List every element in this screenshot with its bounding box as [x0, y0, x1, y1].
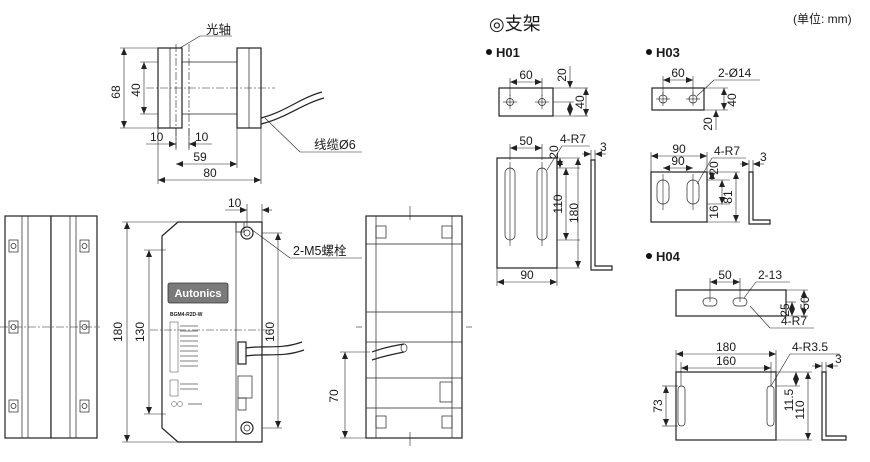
h03-side-profile [748, 171, 771, 225]
controller-body [161, 221, 263, 443]
h04-top-plate [675, 289, 787, 317]
dim-h04-3: 3 [835, 352, 842, 366]
dim-h04-160: 160 [716, 354, 736, 368]
front-view: Autonics BGM4-R2D-W [111, 196, 362, 443]
unit-note: (单位: mm) [793, 11, 852, 26]
dim-h01-180: 180 [567, 203, 581, 223]
dim-h03-2d14: 2-Ø14 [718, 66, 752, 80]
dim-h04-115: 11.5 [782, 388, 796, 411]
bracket-h03-label: H03 [656, 45, 680, 60]
autonics-logo: Autonics [174, 288, 221, 300]
dim-front-10a: 10 [150, 130, 164, 144]
dim-front-80: 80 [203, 166, 217, 180]
bolt-label: 2-M5螺栓 [293, 243, 347, 258]
back-plate [365, 215, 463, 439]
dim-h03-20: 20 [701, 117, 715, 131]
dim-h03-20b: 20 [707, 161, 721, 175]
h03-main-plate [650, 171, 708, 223]
dim-back-70: 70 [327, 389, 341, 403]
dim-h04-213: 2-13 [758, 268, 782, 282]
side-view [0, 215, 100, 439]
bracket-h03: H03 60 2-Ø14 40 20 90 90 4- [646, 45, 771, 225]
bracket-h04: H04 50 2-13 25 50 4-R7 180 160 [646, 249, 847, 441]
dim-h04-73: 73 [651, 399, 665, 413]
dim-h04-25: 25 [778, 303, 792, 317]
cable-gland [237, 341, 247, 365]
status-rows [169, 321, 202, 407]
back-view: 70 [327, 206, 472, 446]
dim-h01-3: 3 [600, 140, 607, 154]
section-title: ◎支架 [489, 14, 541, 34]
dim-h04-4r35: 4-R3.5 [792, 340, 828, 354]
cable-line [260, 91, 323, 119]
model-label: BGM4-R2D-W [170, 312, 203, 318]
dim-h03-90b: 90 [671, 154, 685, 168]
dim-front-10b: 10 [195, 130, 209, 144]
dim-h03-3: 3 [760, 150, 767, 164]
dim-h01-40: 40 [573, 95, 587, 109]
dim-h01-20b: 20 [547, 145, 561, 159]
dim-h04-110: 110 [793, 400, 807, 419]
dim-h04-180: 180 [716, 340, 736, 354]
dim-h04-4r7: 4-R7 [781, 314, 807, 328]
h03-top-plate [651, 87, 705, 111]
h01-main-plate [496, 157, 558, 269]
dim-h01-4r7: 4-R7 [560, 132, 586, 146]
dim-h04-50: 50 [718, 268, 732, 282]
autonics-logo-plate [167, 282, 229, 304]
dim-front-68: 68 [109, 85, 123, 99]
dim-h01-110: 110 [551, 194, 565, 213]
h04-side-profile [821, 371, 847, 441]
cable-label: 线缆Ø6 [314, 138, 356, 152]
dim-h04-50b: 50 [798, 296, 812, 310]
bracket-h01-label: H01 [496, 45, 520, 60]
dim-h03-40: 40 [725, 93, 739, 107]
optical-axis-label: 光轴 [206, 22, 231, 37]
dim-front-59: 59 [193, 150, 207, 164]
bracket-h01: H01 60 20 40 50 4-R7 [486, 45, 613, 286]
dim-h03-4r7: 4-R7 [714, 144, 740, 158]
dim-h03-16: 16 [707, 205, 721, 219]
top-view: 光轴 线缆Ø6 68 40 10 10 59 80 [109, 22, 362, 184]
h04-main-plate [675, 371, 777, 441]
dim-body-180: 180 [111, 322, 125, 342]
h01-side-profile [590, 159, 613, 271]
dim-h01-60: 60 [519, 68, 533, 82]
dim-h01-50: 50 [519, 134, 533, 148]
bracket-h04-label: H04 [656, 249, 681, 264]
dim-body-130: 130 [133, 322, 147, 342]
dim-h03-90a: 90 [672, 142, 686, 156]
dim-front-40: 40 [129, 83, 143, 97]
dim-h03-60: 60 [671, 66, 685, 80]
dim-body-160: 160 [263, 322, 277, 342]
dim-h03-81: 81 [721, 190, 735, 204]
bolt-bottom [240, 421, 254, 435]
dim-h01-20: 20 [555, 68, 569, 82]
dim-body-10: 10 [228, 196, 242, 210]
dim-h01-90: 90 [520, 268, 534, 282]
